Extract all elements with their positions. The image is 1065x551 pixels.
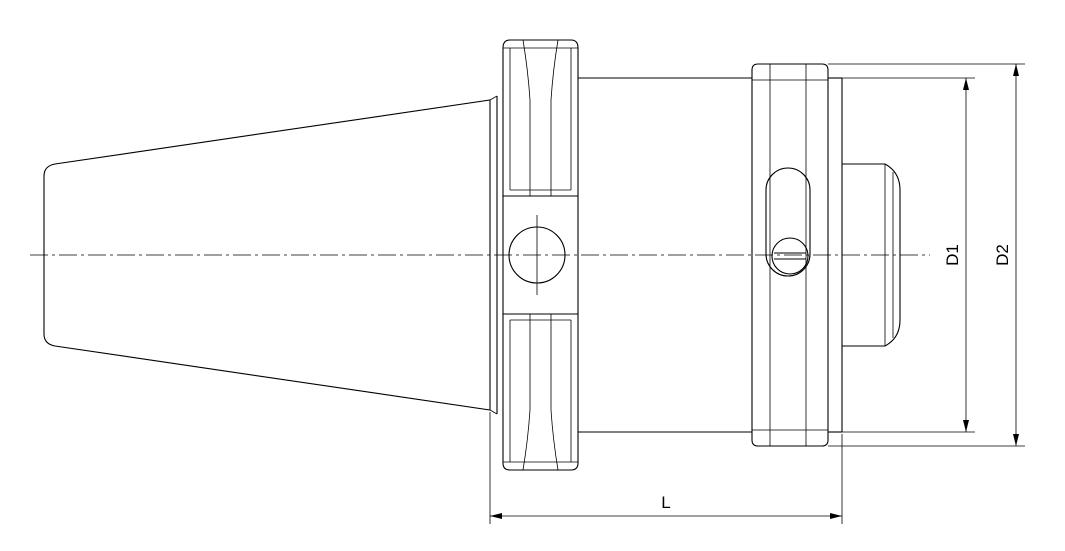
- taper-cone: [43, 95, 498, 415]
- main-body: [578, 77, 752, 433]
- clamp-screw-slot: [765, 167, 811, 277]
- dimension-d1: D1: [842, 77, 975, 433]
- nose-section: [751, 63, 843, 447]
- dimension-l: L: [489, 412, 843, 524]
- dimension-d1-label: D1: [943, 244, 962, 266]
- flange: [502, 39, 579, 471]
- collet-end: [842, 163, 901, 347]
- clamp-screw: [771, 237, 809, 275]
- dimension-d2-label: D2: [993, 244, 1012, 266]
- dimension-l-label: L: [661, 493, 670, 512]
- dimension-d2: D2: [828, 63, 1025, 447]
